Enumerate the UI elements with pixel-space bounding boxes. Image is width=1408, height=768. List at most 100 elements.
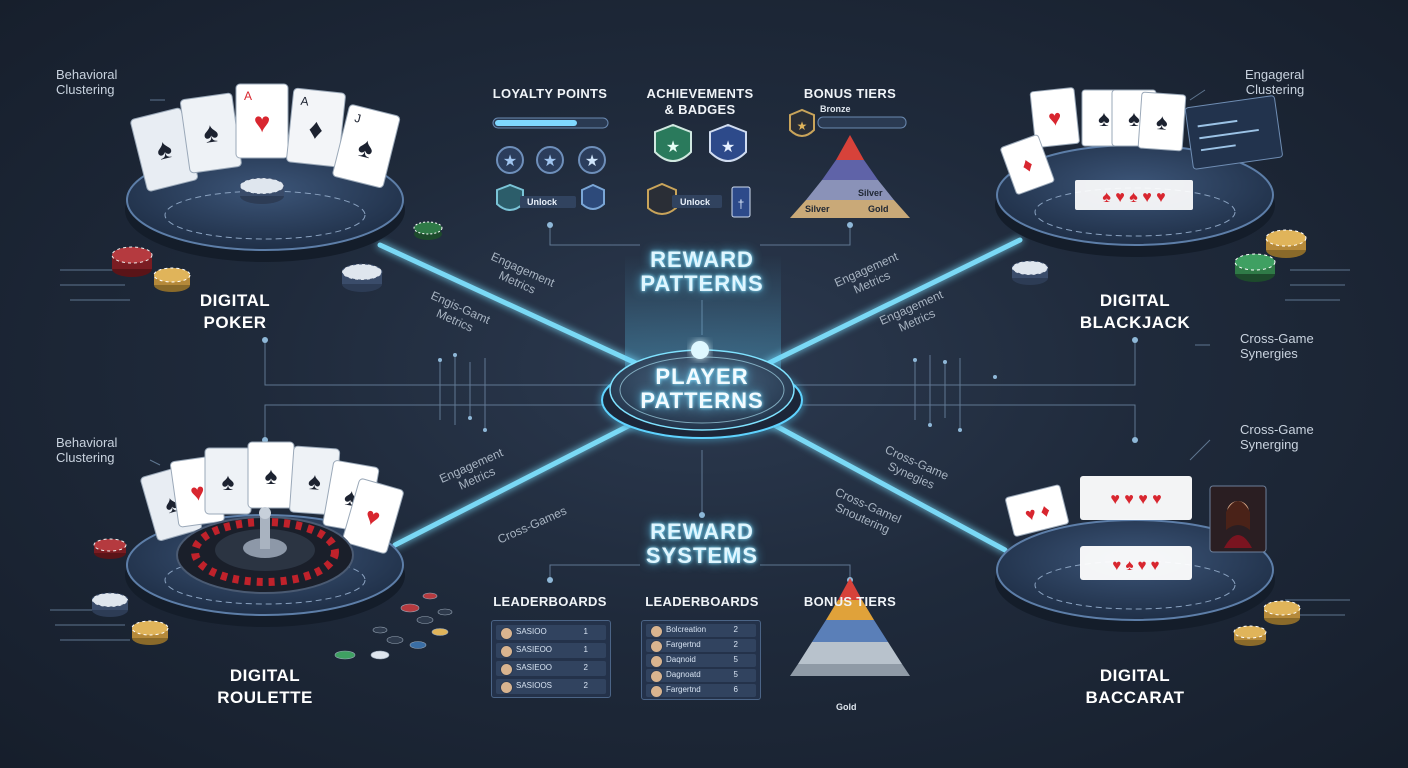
svg-text:♠: ♠ [222,469,235,496]
heading-bonus-tiers-bottom: BONUS TIERS [803,594,897,609]
title-digital-blackjack: DIGITAL BLACKJACK [1079,291,1191,332]
svg-text:♠: ♠ [1128,106,1140,131]
label-behavioral-clustering-top: Behavioral Clustering [56,67,118,97]
avatar [650,640,663,653]
leaderboard-row: SASIOO 1 [496,625,606,640]
svg-text:A: A [300,94,309,109]
svg-text:★: ★ [721,139,735,156]
label-engageral-clustering: Engageral Clustering [1245,67,1305,97]
svg-text:♥ ♠ ♥ ♥: ♥ ♠ ♥ ♥ [1112,557,1159,574]
circuit-nodes [262,222,1138,583]
poker-chip-icon [91,177,1307,660]
unlock-label-achievements: Unlock [680,197,711,207]
player-rank: 2 [733,625,738,634]
heading-leaderboards-2: LEADERBOARDS [645,594,759,609]
leaderboard-row: Dagnoatd 5 [646,669,756,683]
player-name: Dagnoatd [666,670,701,679]
avatar [500,681,513,694]
svg-text:★: ★ [666,139,680,156]
reward-patterns-title: REWARD PATTERNS [640,247,764,296]
svg-text:♠: ♠ [1098,106,1110,131]
heading-leaderboards-1: LEADERBOARDS [493,594,607,609]
avatar [500,627,513,640]
svg-text:J: J [353,111,362,126]
player-name: SASIEOO [516,663,553,672]
leaderboard-panel-2: Bolcreation 2 Fargertnd 2 Daqnoid 5 Dagnoat… [641,620,761,700]
avatar [500,663,513,676]
svg-text:♠: ♠ [265,463,278,490]
unlock-label-loyalty: Unlock [527,197,558,207]
leaderboard-row: Daqnoid 5 [646,654,756,668]
title-digital-roulette: DIGITAL ROULETTE [217,666,313,707]
heading-loyalty-points: LOYALTY POINTS [492,86,608,101]
svg-text:♠: ♠ [307,468,322,496]
avatar [650,655,663,668]
player-patterns-hub: PLAYER PATTERNS [640,364,764,413]
svg-text:♥: ♥ [189,479,207,508]
roulette-wheel-icon [176,507,354,594]
player-rank: 5 [733,655,738,664]
tier-label-gold-low: Gold [868,204,889,214]
leaderboard-row: SASIEOO 1 [496,643,606,658]
svg-text:♠ ♥ ♠ ♥ ♥: ♠ ♥ ♠ ♥ ♥ [1102,189,1165,206]
player-rank: 2 [583,663,588,672]
blackjack-cards: ♥ ♠ ♠ ♠ ♦ ♠ ♥ ♠ ♥ ♥ [1000,87,1283,210]
player-name: Daqnoid [666,655,696,664]
svg-text:†: † [738,197,745,211]
player-rank: 2 [583,681,588,690]
heading-bonus-tiers-top: BONUS TIERS [803,86,897,101]
svg-text:★: ★ [543,153,557,170]
leaderboard-row: SASIEOO 2 [496,661,606,676]
player-rank: 2 [733,640,738,649]
svg-text:A: A [244,89,252,103]
player-name: SASIOOS [516,681,553,690]
roulette-cards: ♠ ♥ ♠ ♠ ♠ ♠ ♥ [140,441,404,554]
dealer-avatar-icon [1209,485,1267,553]
player-rank: 1 [583,627,588,636]
avatar [650,670,663,683]
label-cross-game-synerging: Cross-Game Synerging [1240,422,1314,452]
player-name: Bolcreation [666,625,707,634]
avatar [650,685,663,698]
player-rank: 6 [733,685,738,694]
hub-graphic [601,255,803,439]
svg-text:♦: ♦ [307,113,324,145]
glow-beams [377,237,1023,553]
svg-text:♥: ♥ [254,107,271,138]
leaderboard-row: SASIOOS 2 [496,679,606,694]
loyalty-progress-bar [492,117,609,129]
tier-label-silver-mid: Silver [858,188,883,198]
heading-achievements-badges: ACHIEVEMENTS & BADGES [646,86,754,117]
leaderboard-row: Bolcreation 2 [646,624,756,638]
player-rank: 5 [733,670,738,679]
label-behavioral-clustering-mid: Behavioral Clustering [56,435,118,465]
player-rank: 1 [583,645,588,654]
circuit-traces [50,89,1350,641]
player-name: Fargertnd [666,640,701,649]
player-name: SASIOO [516,627,547,636]
shield-badge-icon: ★ ★ † ★ [496,108,907,218]
player-name: SASIEOO [516,645,553,654]
svg-text:♥: ♥ [1047,105,1063,131]
leaderboard-row: Fargertnd 6 [646,684,756,698]
reward-systems-title: REWARD SYSTEMS [645,519,759,568]
svg-text:♠: ♠ [201,116,220,149]
title-digital-poker: DIGITAL POKER [199,291,271,332]
leaderboard-panel-1: SASIOO 1 SASIEOO 1 SASIEOO 2 SASIOOS 2 [491,620,611,698]
svg-text:★: ★ [585,153,599,170]
player-name: Fargertnd [666,685,701,694]
leaderboard-row: Fargertnd 2 [646,639,756,653]
poker-cards: ♠ ♠ A♥ A♦ J♠ [130,83,401,192]
svg-text:★: ★ [797,119,808,133]
svg-text:★: ★ [503,153,517,170]
tier-label-gold-bottom: Gold [836,702,857,712]
tier-label-silver-low: Silver [805,204,830,214]
avatar [500,645,513,658]
svg-text:♥ ♥ ♥ ♥: ♥ ♥ ♥ ♥ [1110,491,1161,508]
tier-label-bronze: Bronze [820,104,851,114]
label-cross-game-synergies: Cross-Game Synergies [1240,331,1314,361]
baccarat-cards: ♥ ♦ ♥ ♥ ♥ ♥ ♥ ♠ ♥ ♥ [1005,476,1192,580]
pyramid-icon [790,135,910,676]
